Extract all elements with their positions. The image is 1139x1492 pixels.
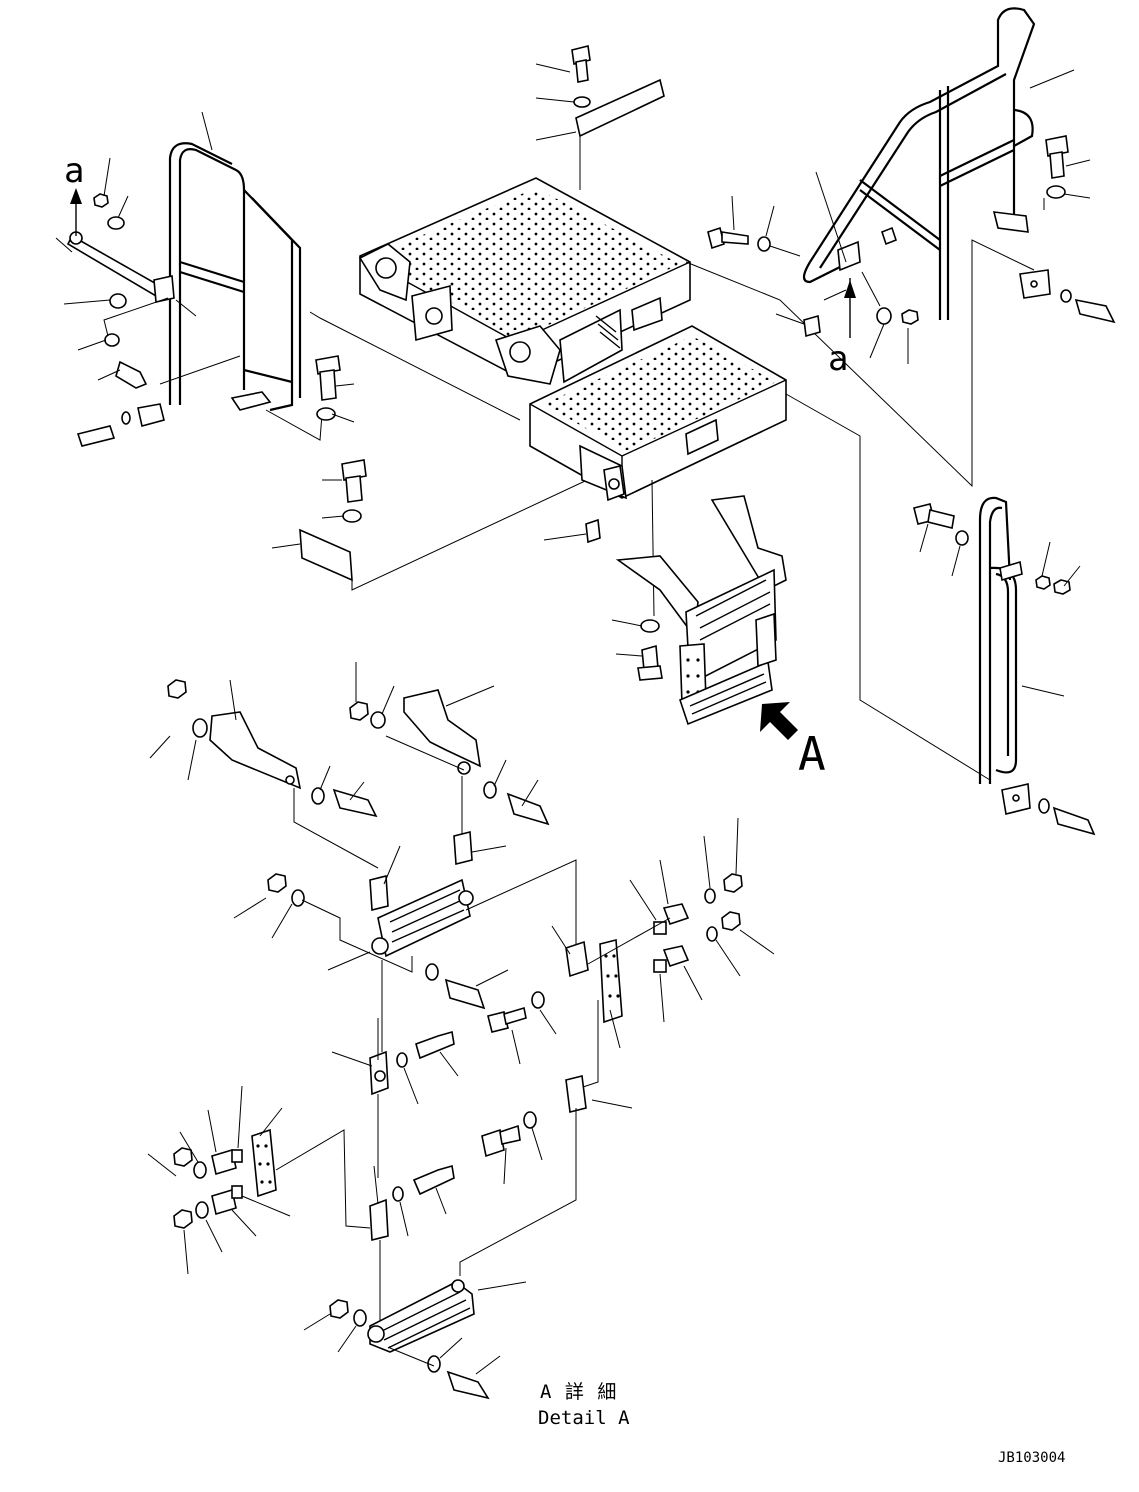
ladder-mounted (611, 495, 787, 726)
detail-arrow-label: A (798, 727, 826, 781)
view-arrow-label-left: a (64, 151, 84, 191)
detail-caption-japanese: A 詳 細 (540, 1381, 617, 1403)
view-arrow-label-right: a (828, 339, 848, 379)
detail-a-exploded (147, 662, 775, 1400)
right-lower-handrail (913, 496, 1096, 836)
top-hardware (271, 45, 665, 591)
detail-a-pointer: A (760, 702, 826, 781)
step-platform (309, 177, 1035, 781)
drawing-code: JB103004 (998, 1450, 1065, 1466)
detail-caption-english: Detail A (538, 1407, 630, 1429)
left-handrail: a (55, 111, 323, 447)
right-upper-handrail: a (707, 7, 1116, 379)
